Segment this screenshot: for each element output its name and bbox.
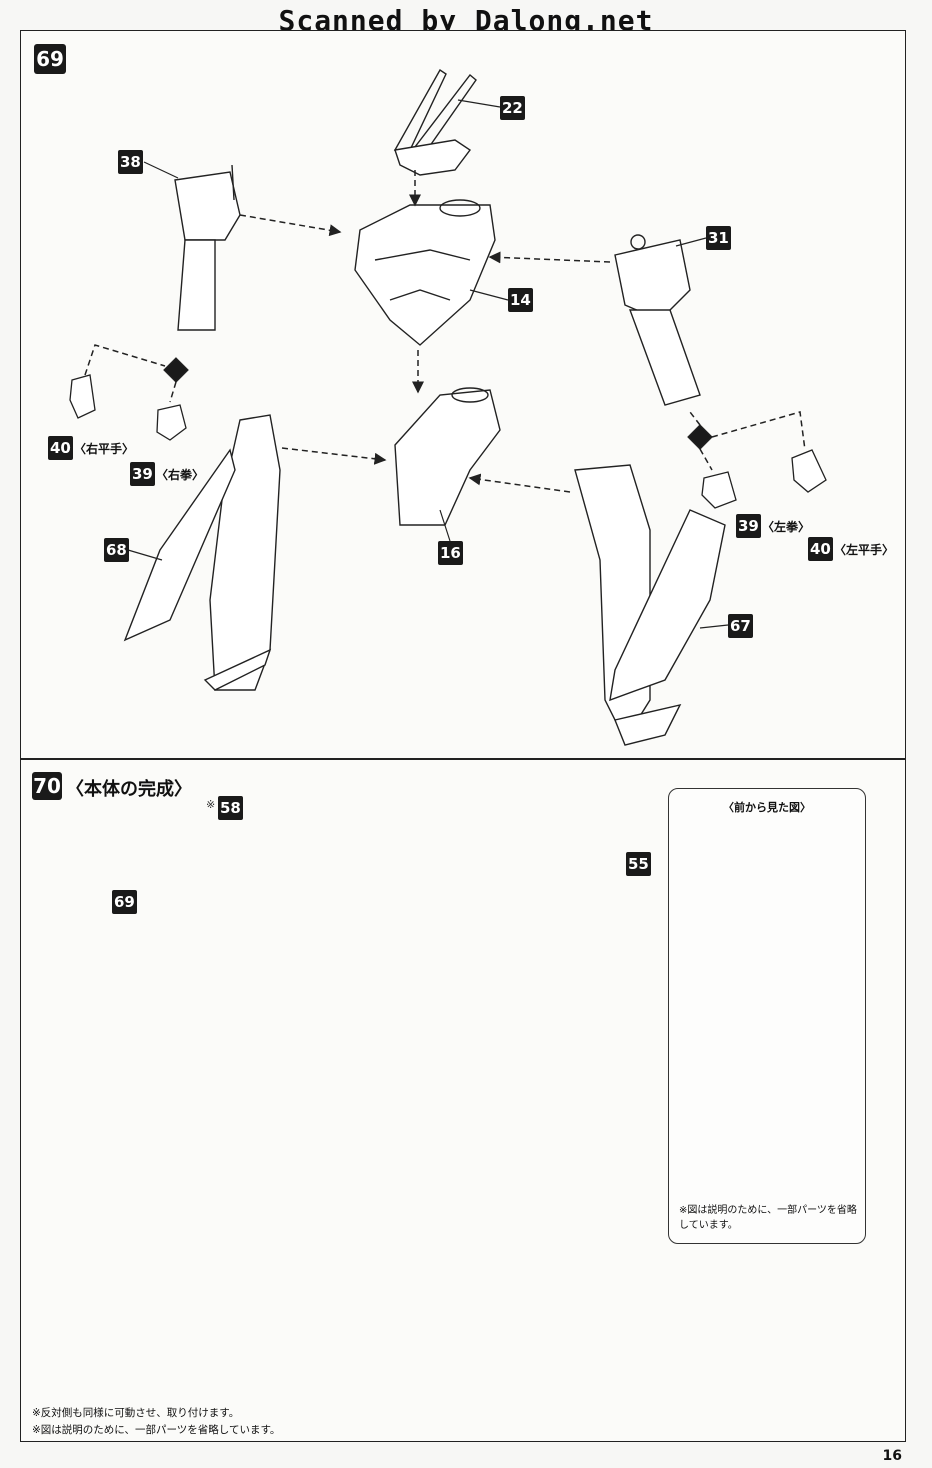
part-callout-22: 22 [500, 96, 525, 120]
step-70-number: 70 [32, 772, 62, 800]
step-70-title: 〈本体の完成〉 [66, 779, 192, 800]
part-callout-69: 69 [112, 890, 137, 914]
footnote-1: ※反対側も同様に可動させ、取り付けます。 [32, 1407, 240, 1419]
arm-part-31 [614, 234, 701, 406]
torso-part-14 [354, 199, 496, 346]
right-fist-label: 〈右拳〉 [156, 468, 205, 482]
hand-parts [69, 374, 827, 509]
left-fist-label: 〈左拳〉 [762, 520, 811, 534]
waist-part-16 [394, 387, 501, 526]
part-callout-16: 16 [438, 541, 463, 565]
part-callout-39-left: 39 [736, 514, 761, 538]
footnotes: ※反対側も同様に可動させ、取り付けます。 ※図は説明のために、一部パーツを省略し… [32, 1405, 280, 1439]
part-callout-58: 58 [218, 796, 243, 820]
part-callout-68: 68 [104, 538, 129, 562]
arm-part-38 [174, 164, 241, 331]
part-callout-38: 38 [118, 150, 143, 174]
leg-part-68 [123, 414, 281, 691]
part-callout-40-right: 40 [48, 436, 73, 460]
assembly-arrows-69 [84, 170, 806, 493]
inset-title: 〈前から見た図〉 [723, 801, 811, 814]
asterisk-mark: ※ [206, 798, 216, 811]
part-callout-67: 67 [728, 614, 753, 638]
leg-part-67 [574, 464, 726, 746]
head-part-22 [393, 68, 477, 176]
part-callout-31: 31 [706, 226, 731, 250]
footnote-2: ※図は説明のために、一部パーツを省略しています。 [32, 1424, 281, 1436]
left-open-hand-label: 〈左平手〉 [834, 543, 895, 557]
step-69-number: 69 [34, 44, 66, 74]
inset-note: ※図は説明のために、一部パーツを省略しています。 [679, 1205, 857, 1231]
part-callout-40-left: 40 [808, 537, 833, 561]
part-callout-39-right: 39 [130, 462, 155, 486]
front-view-inset: 〈前から見た図〉 ※図は説明のために、一部パーツを省略しています。 [668, 788, 866, 1244]
part-callout-14: 14 [508, 288, 533, 312]
right-open-hand-label: 〈右平手〉 [74, 442, 135, 456]
part-callout-55: 55 [626, 852, 651, 876]
page-number: 16 [882, 1448, 902, 1464]
